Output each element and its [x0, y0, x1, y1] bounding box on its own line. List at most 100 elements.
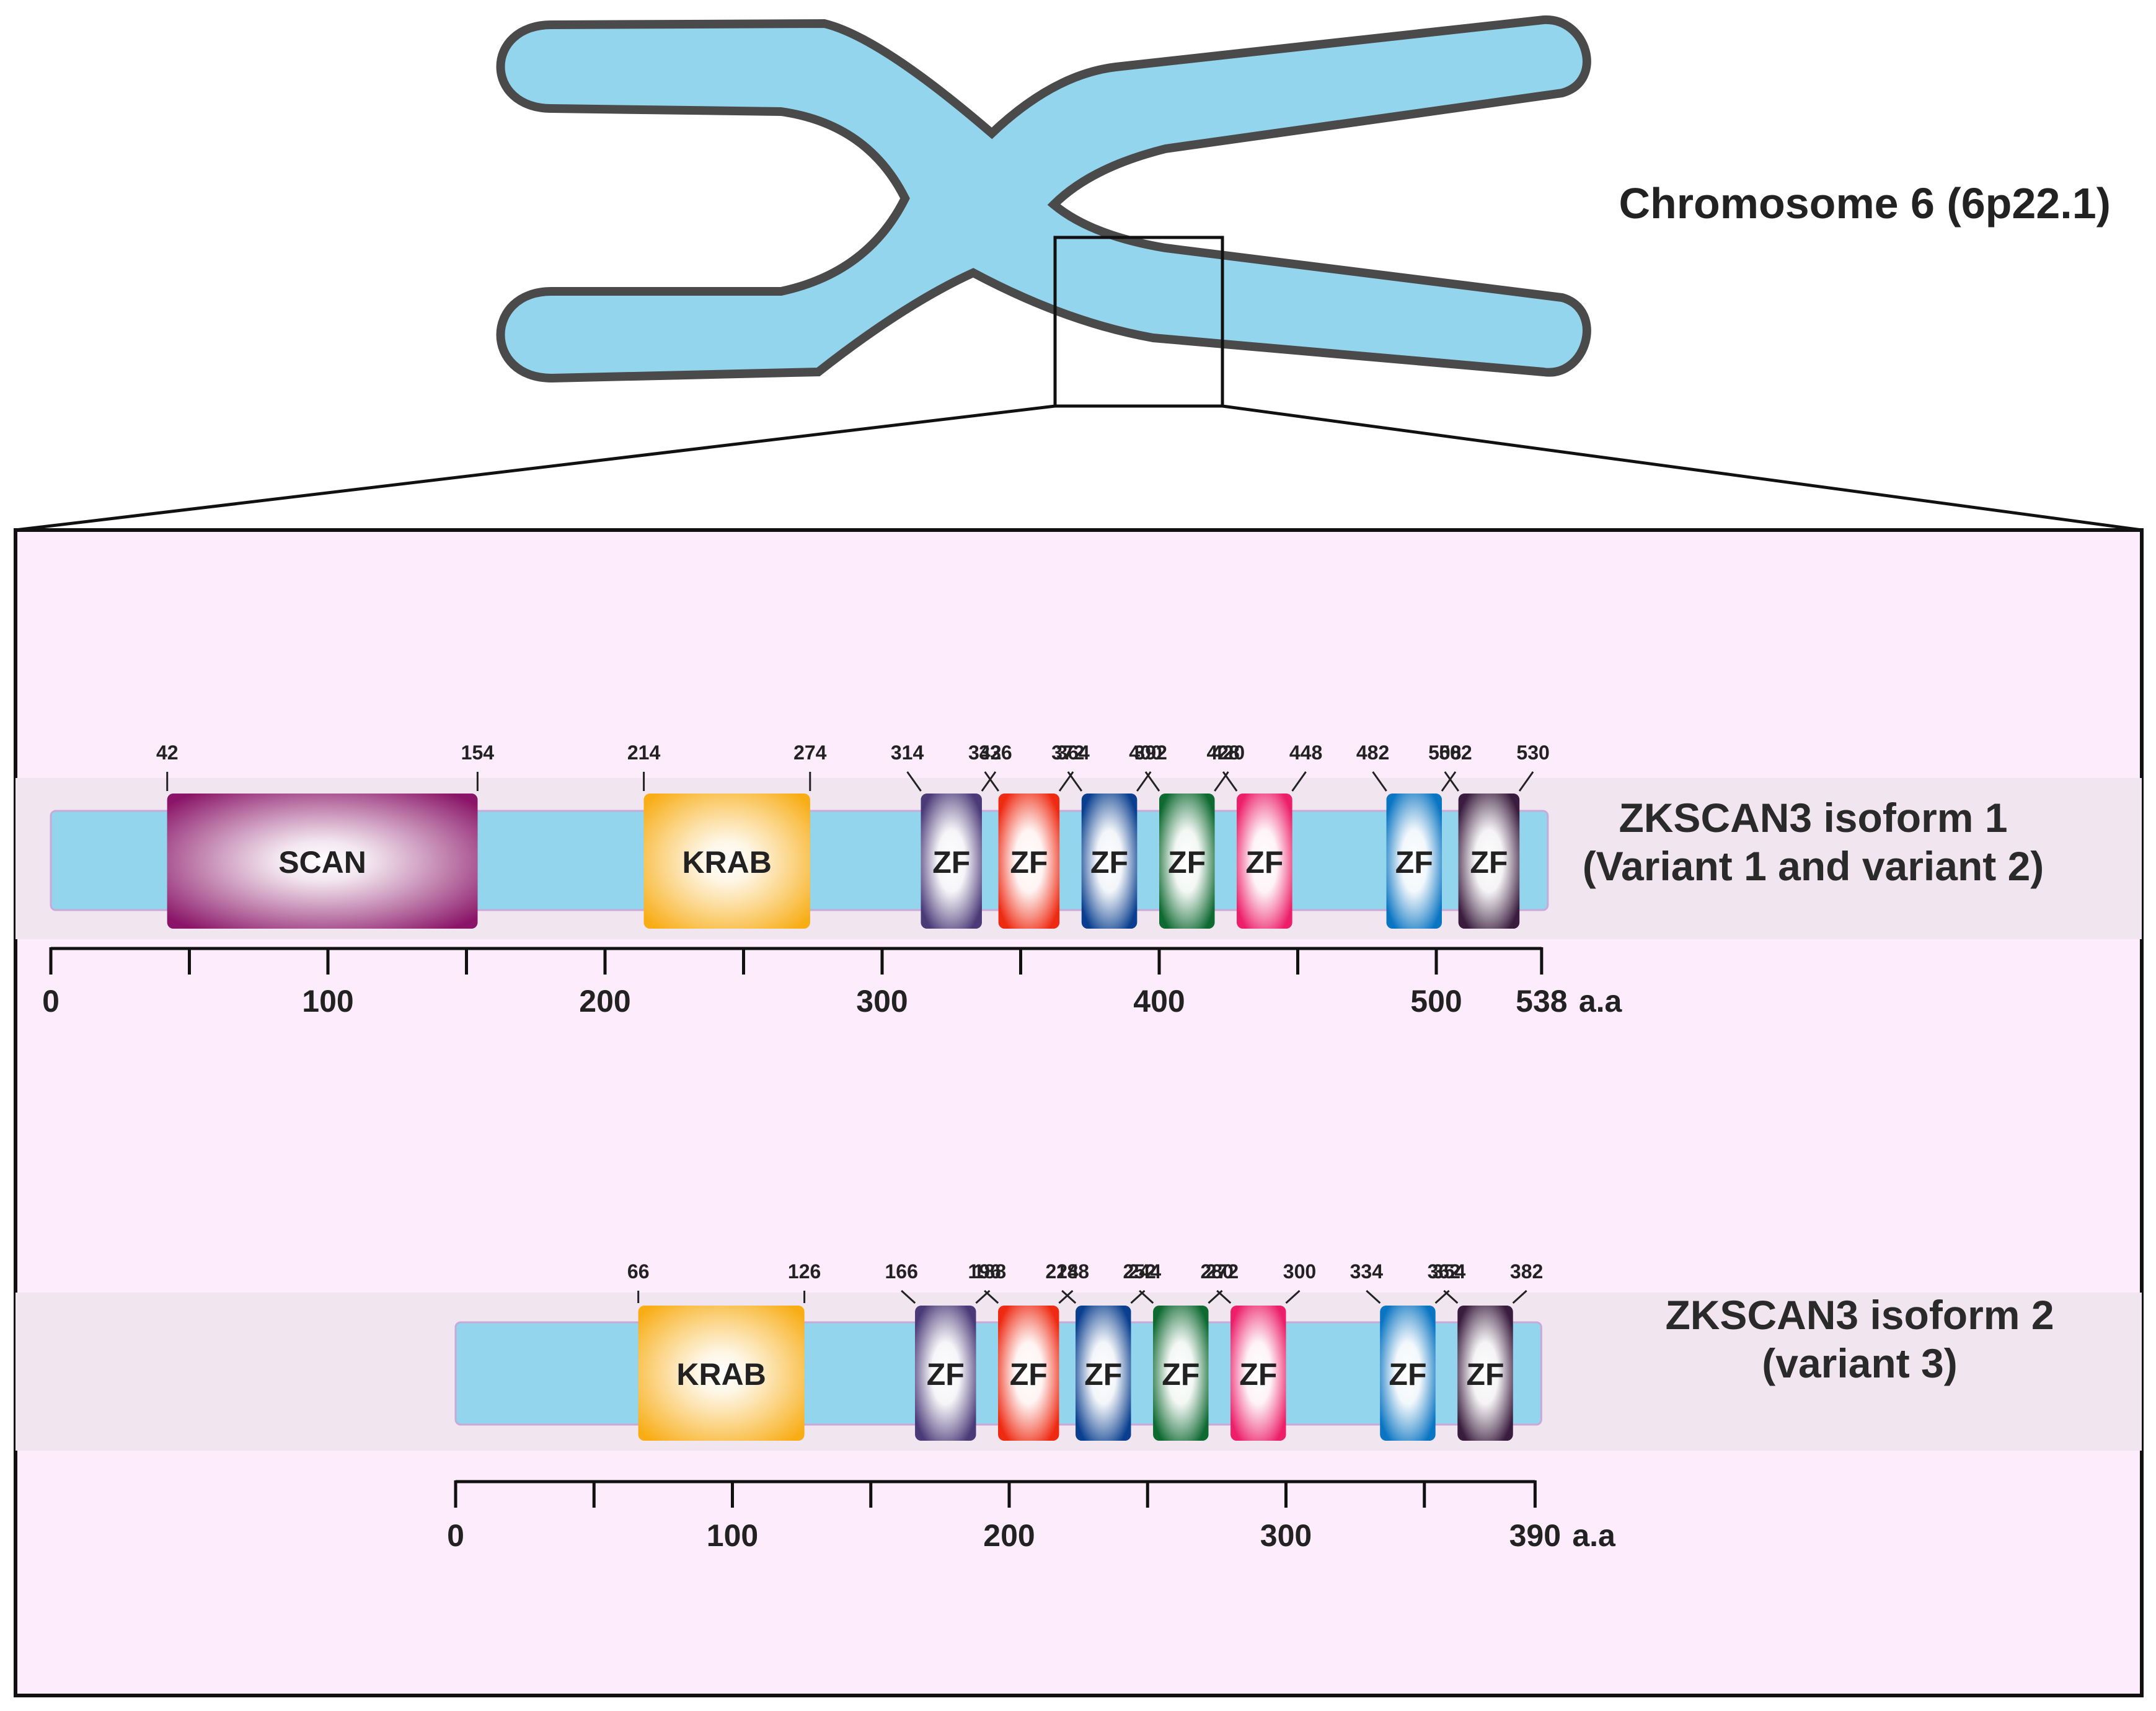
- domain-zf: [921, 794, 982, 929]
- position-label: 364: [1056, 741, 1090, 764]
- domain-label: ZF: [1395, 845, 1433, 880]
- position-marker: [1216, 1289, 1232, 1304]
- position-label: 336: [979, 741, 1012, 764]
- axis-tick-label: 0: [42, 984, 60, 1019]
- axis-end-label: 390: [1509, 1518, 1561, 1553]
- position-label: 188: [1056, 1260, 1089, 1283]
- isoform-1-title: ZKSCAN3 isoform 1 (Variant 1 and variant…: [1519, 794, 2108, 890]
- position-marker: [1061, 1289, 1077, 1304]
- axis-end-label: 538: [1516, 984, 1567, 1019]
- position-label: 126: [788, 1260, 821, 1283]
- position-marker: [901, 1289, 916, 1304]
- domain-zf: [915, 1306, 976, 1441]
- axis-unit-label: a.a: [1572, 1518, 1616, 1553]
- domain-label: KRAB: [682, 845, 771, 880]
- axis-tick-label: 400: [1133, 984, 1185, 1019]
- position-label: 342: [968, 741, 1001, 764]
- position-label: 508: [1428, 741, 1461, 764]
- position-label: 166: [885, 1260, 917, 1283]
- position-marker: [1441, 771, 1457, 792]
- domain-label: ZF: [1168, 845, 1206, 880]
- isoform-1-axis: 0 100 200 300 400 500 538 a.a: [42, 947, 1623, 1019]
- domain-label: ZF: [1239, 1357, 1277, 1392]
- position-label: 196: [968, 1260, 1001, 1283]
- position-marker: [906, 771, 922, 792]
- domain-zf: [1380, 1306, 1436, 1441]
- axis-tick-label: 500: [1410, 984, 1462, 1019]
- position-label: 428: [1206, 741, 1239, 764]
- domain-krab: [643, 794, 810, 929]
- domain-label: ZF: [932, 845, 970, 880]
- position-label: 214: [627, 741, 661, 764]
- position-label: 334: [1350, 1260, 1384, 1283]
- domain-label: ZF: [927, 1357, 965, 1392]
- protein-panel: [14, 528, 2144, 1697]
- position-label: 502: [1439, 741, 1472, 764]
- axis-tick-label: 100: [707, 1518, 758, 1553]
- axis-tick-label: 100: [302, 984, 353, 1019]
- position-marker: [981, 771, 997, 792]
- axis-tick-label: 200: [579, 984, 630, 1019]
- isoform-1-title-line-2: (Variant 1 and variant 2): [1582, 843, 2044, 889]
- position-label: 482: [1356, 741, 1389, 764]
- isoform-2-title-line-2: (variant 3): [1762, 1340, 1958, 1386]
- domain-zf: [1457, 1306, 1513, 1441]
- axis-tick-label: 300: [1260, 1518, 1312, 1553]
- domain-label: ZF: [1162, 1357, 1199, 1392]
- domain-label: ZF: [1389, 1357, 1426, 1392]
- position-label: 244: [1128, 1260, 1162, 1283]
- domain-label: ZF: [1470, 845, 1508, 880]
- position-label: 274: [793, 741, 827, 764]
- position-marker: [1144, 771, 1160, 792]
- axis-tick-label: 300: [856, 984, 908, 1019]
- position-label: 420: [1212, 741, 1245, 764]
- domain-zf: [1159, 794, 1215, 929]
- axis-tick-label: 0: [447, 1518, 464, 1553]
- isoform-1-title-line-1: ZKSCAN3 isoform 1: [1619, 795, 2008, 841]
- position-label: 372: [1051, 741, 1084, 764]
- domain-zf: [1081, 794, 1138, 929]
- isoform-2-title: ZKSCAN3 isoform 2 (variant 3): [1612, 1291, 2108, 1387]
- position-marker: [1291, 771, 1307, 792]
- position-label: 382: [1510, 1260, 1543, 1283]
- domain-zf: [1386, 794, 1442, 929]
- position-label: 314: [891, 741, 924, 764]
- position-label: 42: [156, 741, 179, 764]
- domain-label: ZF: [1090, 845, 1128, 880]
- axis-unit-label: a.a: [1579, 984, 1623, 1019]
- domain-krab: [638, 1306, 805, 1441]
- domain-zf: [1076, 1306, 1131, 1441]
- position-marker: [1518, 771, 1534, 792]
- position-marker: [1285, 1289, 1301, 1304]
- position-marker: [984, 771, 999, 792]
- zoom-indicator: [15, 236, 2142, 532]
- position-label: 448: [1289, 741, 1322, 764]
- position-label: 66: [627, 1260, 650, 1283]
- axis-tick-label: 200: [983, 1518, 1035, 1553]
- position-label: 300: [1283, 1260, 1316, 1283]
- domain-label: KRAB: [676, 1357, 766, 1392]
- position-label: 530: [1516, 741, 1549, 764]
- domain-label: ZF: [1084, 1357, 1122, 1392]
- domain-zf: [1458, 794, 1520, 929]
- domain-label: ZF: [1010, 1357, 1048, 1392]
- position-label: 252: [1123, 1260, 1155, 1283]
- position-label: 280: [1201, 1260, 1234, 1283]
- domain-label: ZF: [1010, 845, 1048, 880]
- domain-scan: [167, 794, 478, 929]
- position-label: 188: [973, 1260, 1006, 1283]
- position-label: 400: [1129, 741, 1162, 764]
- domain-label: ZF: [1466, 1357, 1504, 1392]
- chromosome-6-illustration: [501, 0, 1587, 434]
- domain-zf: [1153, 1306, 1209, 1441]
- position-marker: [1058, 1289, 1074, 1304]
- position-marker: [1139, 1289, 1154, 1304]
- position-marker: [1067, 771, 1083, 792]
- isoform-2-title-line-1: ZKSCAN3 isoform 2: [1665, 1292, 2054, 1338]
- domain-zf: [998, 794, 1060, 929]
- position-marker: [1443, 1289, 1459, 1304]
- position-label: 362: [1428, 1260, 1460, 1283]
- position-marker: [1372, 771, 1387, 792]
